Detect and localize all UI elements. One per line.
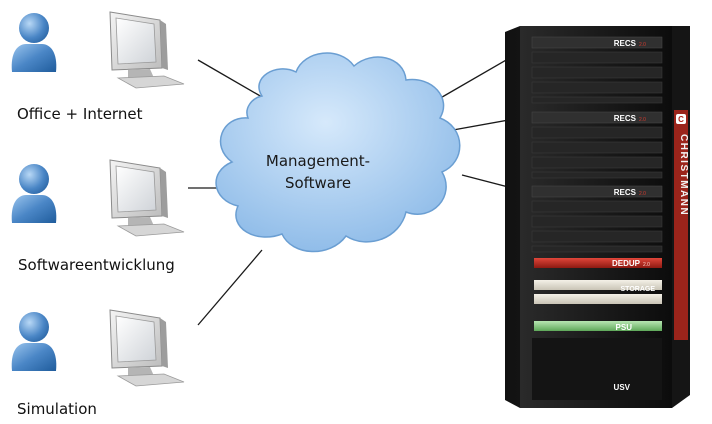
station-office bbox=[11, 11, 185, 89]
station-simulation-label: Simulation bbox=[17, 400, 97, 418]
rack-module-storage-2 bbox=[534, 294, 662, 304]
monitor-icon bbox=[109, 159, 185, 237]
user-icon bbox=[11, 13, 57, 72]
station-office-label: Office + Internet bbox=[17, 105, 143, 123]
brand-text: CHRISTMANN bbox=[678, 134, 689, 216]
rack-module-recs-3 bbox=[531, 185, 663, 253]
rack-module-recs-2 bbox=[531, 111, 663, 179]
link-office-cloud bbox=[197, 59, 263, 98]
user-icon bbox=[11, 312, 57, 371]
recs-3-label: RECS bbox=[614, 188, 637, 197]
dedup-sublabel: 2.0 bbox=[643, 262, 650, 268]
rack-module-storage bbox=[534, 280, 662, 290]
station-software bbox=[11, 159, 185, 237]
brand-logo: C CHRISTMANN bbox=[676, 114, 689, 216]
cloud-label-line1: Management- bbox=[265, 152, 371, 170]
recs-2-sublabel: 2.0 bbox=[639, 117, 646, 123]
svg-text:C: C bbox=[678, 115, 684, 124]
recs-2-label: RECS bbox=[614, 114, 637, 123]
link-simulation-cloud bbox=[197, 249, 263, 326]
monitor-icon bbox=[109, 309, 185, 387]
recs-1-label: RECS bbox=[614, 39, 637, 48]
cloud-label-line2: Software bbox=[284, 174, 352, 192]
station-software-label: Softwareentwicklung bbox=[18, 256, 175, 274]
server-rack: RECS 2.0 RECS 2.0 RECS 2.0 DEDUP 2.0 STO… bbox=[505, 26, 690, 408]
dedup-label: DEDUP bbox=[612, 259, 641, 268]
cloud-icon bbox=[215, 52, 461, 253]
storage-label: STORAGE bbox=[621, 286, 656, 293]
rack-module-dedup bbox=[534, 258, 662, 268]
recs-3-sublabel: 2.0 bbox=[639, 191, 646, 197]
recs-1-sublabel: 2.0 bbox=[639, 42, 646, 48]
rack-module-recs-1 bbox=[531, 36, 663, 104]
cloud-label: Management- Software bbox=[262, 150, 374, 194]
rack-module-psu bbox=[534, 321, 662, 331]
brand-stripe bbox=[674, 110, 688, 340]
usv-label: USV bbox=[614, 383, 631, 392]
user-icon bbox=[11, 164, 57, 223]
monitor-icon bbox=[109, 11, 185, 89]
rack-module-usv bbox=[532, 338, 662, 400]
station-simulation bbox=[11, 309, 185, 387]
psu-label: PSU bbox=[616, 323, 633, 332]
